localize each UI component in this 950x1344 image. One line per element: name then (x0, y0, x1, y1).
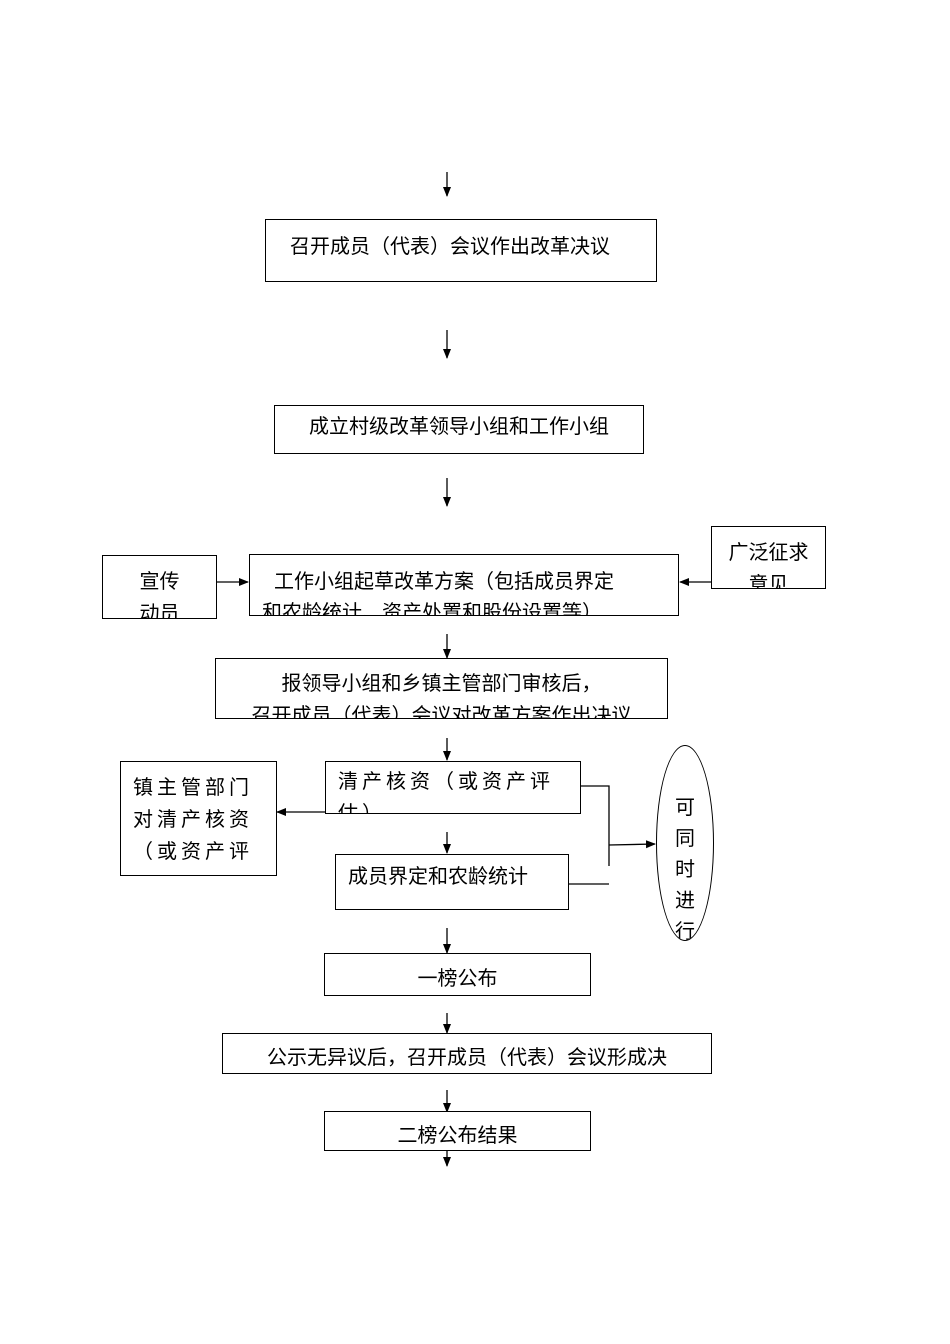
first-publish-node: 一榜公布 (324, 953, 591, 996)
form-resolution-label: 公示无异议后，召开成员（代表）会议形成决 (267, 1045, 667, 1069)
publicity-label-line1: 宣传 (139, 569, 180, 593)
resolution-node: 召开成员（代表）会议作出改革决议 (265, 219, 657, 282)
leading-group-node: 成立村级改革领导小组和工作小组 (274, 405, 644, 454)
leading-group-label: 成立村级改革领导小组和工作小组 (309, 414, 609, 438)
second-publish-node: 二榜公布结果 (324, 1111, 591, 1151)
solicit-node: 广泛征求 意见 (711, 526, 826, 589)
town-dept-label-line3: （或资产评 (133, 839, 253, 863)
simultaneous-oval: 可 同 时 进 行 (656, 745, 714, 941)
solicit-label-line1: 广泛征求 (728, 540, 809, 564)
asset-check-label-line2: 估） (338, 801, 386, 814)
asset-check-label-line1: 清产核资（或资产评 (338, 769, 554, 793)
town-dept-node: 镇主管部门 对清产核资 （或资产评 (120, 761, 277, 876)
second-publish-label: 二榜公布结果 (397, 1123, 518, 1147)
resolution-label: 召开成员（代表）会议作出改革决议 (290, 234, 610, 258)
review-label-line2: 召开成员（代表）会议对改革方案作出决议 (251, 703, 632, 719)
first-publish-label: 一榜公布 (417, 966, 498, 990)
simultaneous-label: 可 同 时 进 行 (675, 795, 695, 941)
solicit-label-line2: 意见 (748, 572, 789, 589)
review-label-line1: 报领导小组和乡镇主管部门审核后， (281, 671, 602, 695)
draft-plan-label-line2: 和农龄统计、资产处置和股份设置等） (262, 600, 602, 616)
member-define-node: 成员界定和农龄统计 (335, 854, 569, 910)
town-dept-label-line2: 对清产核资 (133, 807, 253, 831)
asset-check-node: 清产核资（或资产评 估） (325, 761, 581, 814)
form-resolution-node: 公示无异议后，召开成员（代表）会议形成决 (222, 1033, 712, 1074)
bracket-to-oval (581, 785, 610, 866)
publicity-label-line2: 动员 (139, 601, 180, 619)
publicity-node: 宣传 动员 (102, 555, 217, 619)
member-define-label: 成员界定和农龄统计 (348, 864, 528, 888)
draft-plan-node: 工作小组起草改革方案（包括成员界定 和农龄统计、资产处置和股份设置等） (249, 554, 679, 616)
review-node: 报领导小组和乡镇主管部门审核后， 召开成员（代表）会议对改革方案作出决议 (215, 658, 668, 719)
draft-plan-label-line1: 工作小组起草改革方案（包括成员界定 (274, 569, 614, 593)
arrow-to-oval (608, 840, 656, 849)
town-dept-label-line1: 镇主管部门 (133, 775, 253, 799)
